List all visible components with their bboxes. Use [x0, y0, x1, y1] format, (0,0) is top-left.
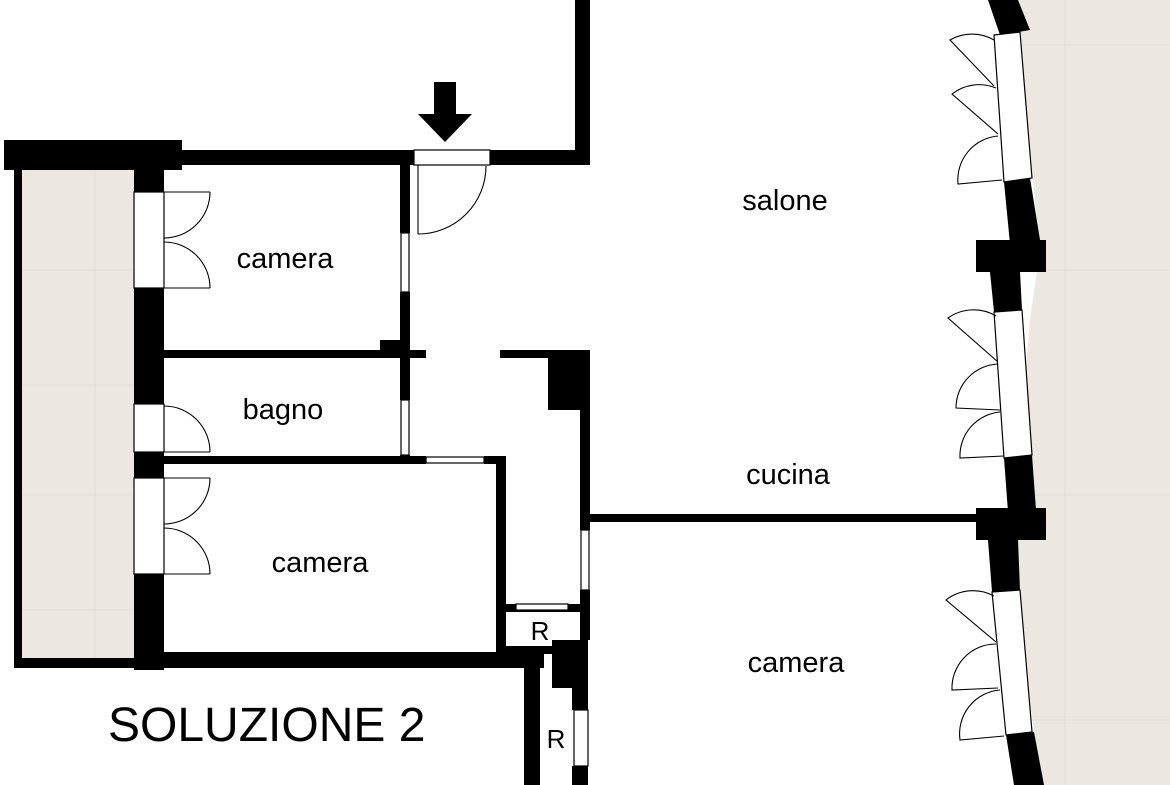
left-balcony: [22, 170, 134, 660]
plan-title: SOLUZIONE 2: [108, 699, 425, 752]
room-label-camera-left: camera: [272, 547, 370, 579]
room-label-camera-top-left: camera: [237, 243, 335, 275]
room-label-ripostiglio-1: R: [531, 616, 550, 646]
room-label-bagno: bagno: [243, 394, 324, 426]
entrance-arrow-icon: [418, 82, 472, 142]
room-label-salone: salone: [742, 185, 827, 217]
window-frames: [133, 31, 1033, 767]
door-swings: [163, 33, 1005, 741]
right-balcony: [1018, 0, 1170, 785]
room-label-ripostiglio-2: R: [547, 724, 566, 754]
walls: [4, 0, 1046, 785]
room-label-cucina: cucina: [746, 459, 831, 491]
room-label-camera-right: camera: [748, 647, 846, 679]
